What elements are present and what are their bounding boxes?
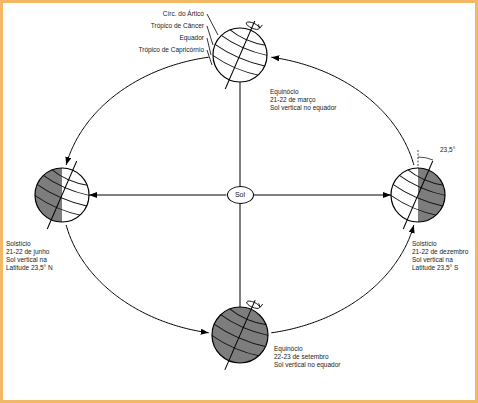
latitude-label: Trópico de Câncer: [100, 22, 204, 30]
latitude-label: Trópico de Capricórnio: [100, 46, 204, 54]
earth-axis: [225, 300, 255, 370]
sun-label: Sol: [235, 191, 245, 199]
earth-globe: Solstício21-22 de junhoSol vertical na L…: [35, 168, 89, 222]
season-heading: Solstício: [412, 240, 474, 248]
sun-circle: Sol: [227, 186, 254, 204]
earth-illustration: [212, 307, 268, 363]
sun-ray-line: [240, 204, 241, 307]
earth-axis: [403, 161, 433, 229]
earth-globe: Equinócio22-23 de setembroSol vertical n…: [212, 307, 268, 363]
season-note: 21-22 de junho: [6, 248, 68, 256]
season-heading: Equinócio: [274, 345, 384, 353]
earth-illustration: [213, 28, 267, 82]
season-note: 22-23 de setembro: [274, 353, 384, 361]
orbit-arrow: [271, 225, 414, 333]
globe-outline: [391, 168, 445, 222]
earth-axis: [225, 21, 255, 89]
season-note: Sol vertical na Latitude 23,5° S: [412, 256, 474, 272]
orbit-arrow: [66, 225, 209, 333]
sun-ray-line: [89, 195, 227, 196]
latitude-label: Círc. do Ártico: [100, 10, 204, 18]
season-note: 21-22 de dezembro: [412, 248, 474, 256]
season-heading: Equinócio: [270, 88, 370, 96]
earth-illustration: [391, 168, 445, 222]
latitude-label: Equador: [100, 34, 204, 42]
earth-globe: Equinócio21-22 de marçoSol vertical no e…: [213, 28, 267, 82]
earth-illustration: [35, 168, 89, 222]
season-heading: Solstício: [6, 240, 68, 248]
tilt-angle-arc: [418, 157, 433, 160]
orbit-arrow: [271, 57, 414, 165]
vertical-reference: [418, 150, 419, 168]
globe-outline: [213, 28, 267, 82]
globe-outline: [35, 168, 89, 222]
tilt-angle-label: 23,5°: [440, 146, 474, 154]
sun-ray-line: [254, 195, 392, 196]
season-note: Sol vertical na Latitude 23,5° N: [6, 256, 68, 272]
rotation-arrow: [257, 23, 262, 28]
season-note: 21-22 de março: [270, 96, 370, 104]
rotation-arrow: [257, 302, 262, 307]
globe-night-side: [35, 168, 62, 222]
sun-ray-line: [240, 82, 241, 186]
season-note: Sol vertical no equador: [274, 361, 384, 369]
orbit-arrow: [66, 57, 209, 165]
globe-outline: [212, 307, 268, 363]
season-note: Sol vertical no equador: [270, 104, 370, 112]
earth-globe: Solstício21-22 de dezembroSol vertical n…: [391, 168, 445, 222]
earth-axis: [47, 161, 77, 229]
